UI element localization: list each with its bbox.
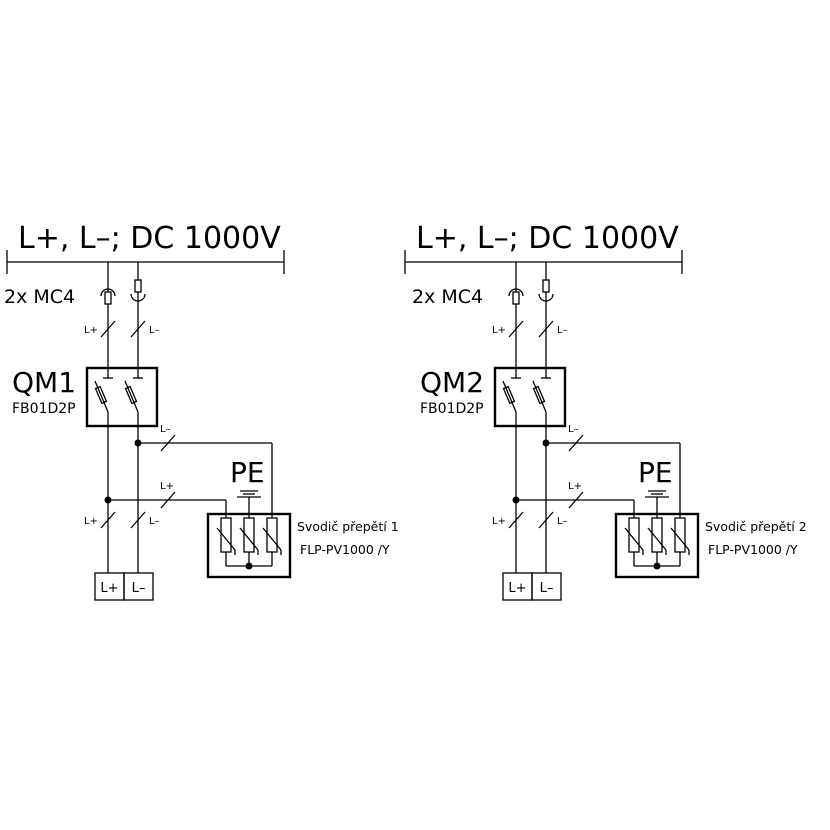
- terminal-minus: [531, 572, 562, 601]
- fuse-icon: [124, 385, 138, 405]
- wire-count-slash: [130, 511, 146, 529]
- mc4-pin-icon: [542, 279, 550, 293]
- spd-box: [206, 512, 292, 579]
- terminal-plus-label: L+: [508, 581, 526, 596]
- varistor-slash: [262, 527, 282, 551]
- mc4-pin-icon: [512, 291, 520, 305]
- connector-label: 2x MC4: [4, 286, 75, 308]
- spd-box: [614, 512, 700, 579]
- fuse-switch: [532, 380, 547, 413]
- spd-type: FLP-PV1000 /Y: [300, 542, 390, 557]
- wire-label-plus: L+: [160, 481, 174, 492]
- fuse-switch: [94, 380, 109, 413]
- bus-label: L+, L–; DC 1000V: [18, 221, 281, 256]
- mc4-socket-icon: [508, 288, 524, 297]
- varistor-slash: [624, 527, 644, 551]
- pe-label: PE: [638, 456, 673, 489]
- terminal-minus: [123, 572, 154, 601]
- bus-label: L+, L–; DC 1000V: [416, 221, 679, 256]
- varistor-slash: [239, 527, 259, 551]
- fuse-switch: [124, 380, 139, 413]
- wire-count-slash: [100, 320, 116, 338]
- mc4-pin-icon: [134, 279, 142, 293]
- wire-count-slash: [568, 434, 584, 452]
- terminal-minus-label: L–: [132, 581, 146, 596]
- wire-label-plus: L+: [492, 516, 506, 527]
- wire-label-minus: L–: [149, 325, 160, 336]
- junction-dot: [653, 562, 661, 570]
- wire-count-slash: [508, 511, 524, 529]
- fuse-icon: [532, 385, 546, 405]
- wire-count-slash: [160, 491, 176, 509]
- fuse-icon: [94, 385, 108, 405]
- wire-count-slash: [100, 511, 116, 529]
- varistor-slash: [670, 527, 690, 551]
- wire-label-minus: L–: [149, 516, 160, 527]
- wire-label-minus: L–: [557, 325, 568, 336]
- wire-count-slash: [508, 320, 524, 338]
- wire-label-minus: L–: [160, 424, 171, 435]
- wire-count-slash: [160, 434, 176, 452]
- wire-label-plus: L+: [84, 516, 98, 527]
- spd-name: Svodič přepětí 1: [297, 519, 399, 534]
- wire-count-slash: [538, 511, 554, 529]
- wire-count-slash: [130, 320, 146, 338]
- breaker-name: QM2: [420, 366, 484, 399]
- mc4-socket-icon: [100, 288, 116, 297]
- wire-count-slash: [538, 320, 554, 338]
- terminal-plus-label: L+: [100, 581, 118, 596]
- connector-label: 2x MC4: [412, 286, 483, 308]
- breaker-box: [85, 366, 159, 428]
- wire-label-minus: L–: [557, 516, 568, 527]
- fuse-icon: [502, 385, 516, 405]
- pe-label: PE: [230, 456, 265, 489]
- breaker-name: QM1: [12, 366, 76, 399]
- varistor-slash: [216, 527, 236, 551]
- breaker-type: FB01D2P: [12, 401, 76, 417]
- varistor-slash: [647, 527, 667, 551]
- mc4-pin-icon: [104, 291, 112, 305]
- wire-label-plus: L+: [84, 325, 98, 336]
- wire-label-minus: L–: [568, 424, 579, 435]
- spd-type: FLP-PV1000 /Y: [708, 542, 798, 557]
- junction-dot: [245, 562, 253, 570]
- breaker-box: [493, 366, 567, 428]
- spd-name: Svodič přepětí 2: [705, 519, 807, 534]
- wire-label-plus: L+: [568, 481, 582, 492]
- wire-label-plus: L+: [492, 325, 506, 336]
- breaker-type: FB01D2P: [420, 401, 484, 417]
- wire-count-slash: [568, 491, 584, 509]
- terminal-minus-label: L–: [540, 581, 554, 596]
- fuse-switch: [502, 380, 517, 413]
